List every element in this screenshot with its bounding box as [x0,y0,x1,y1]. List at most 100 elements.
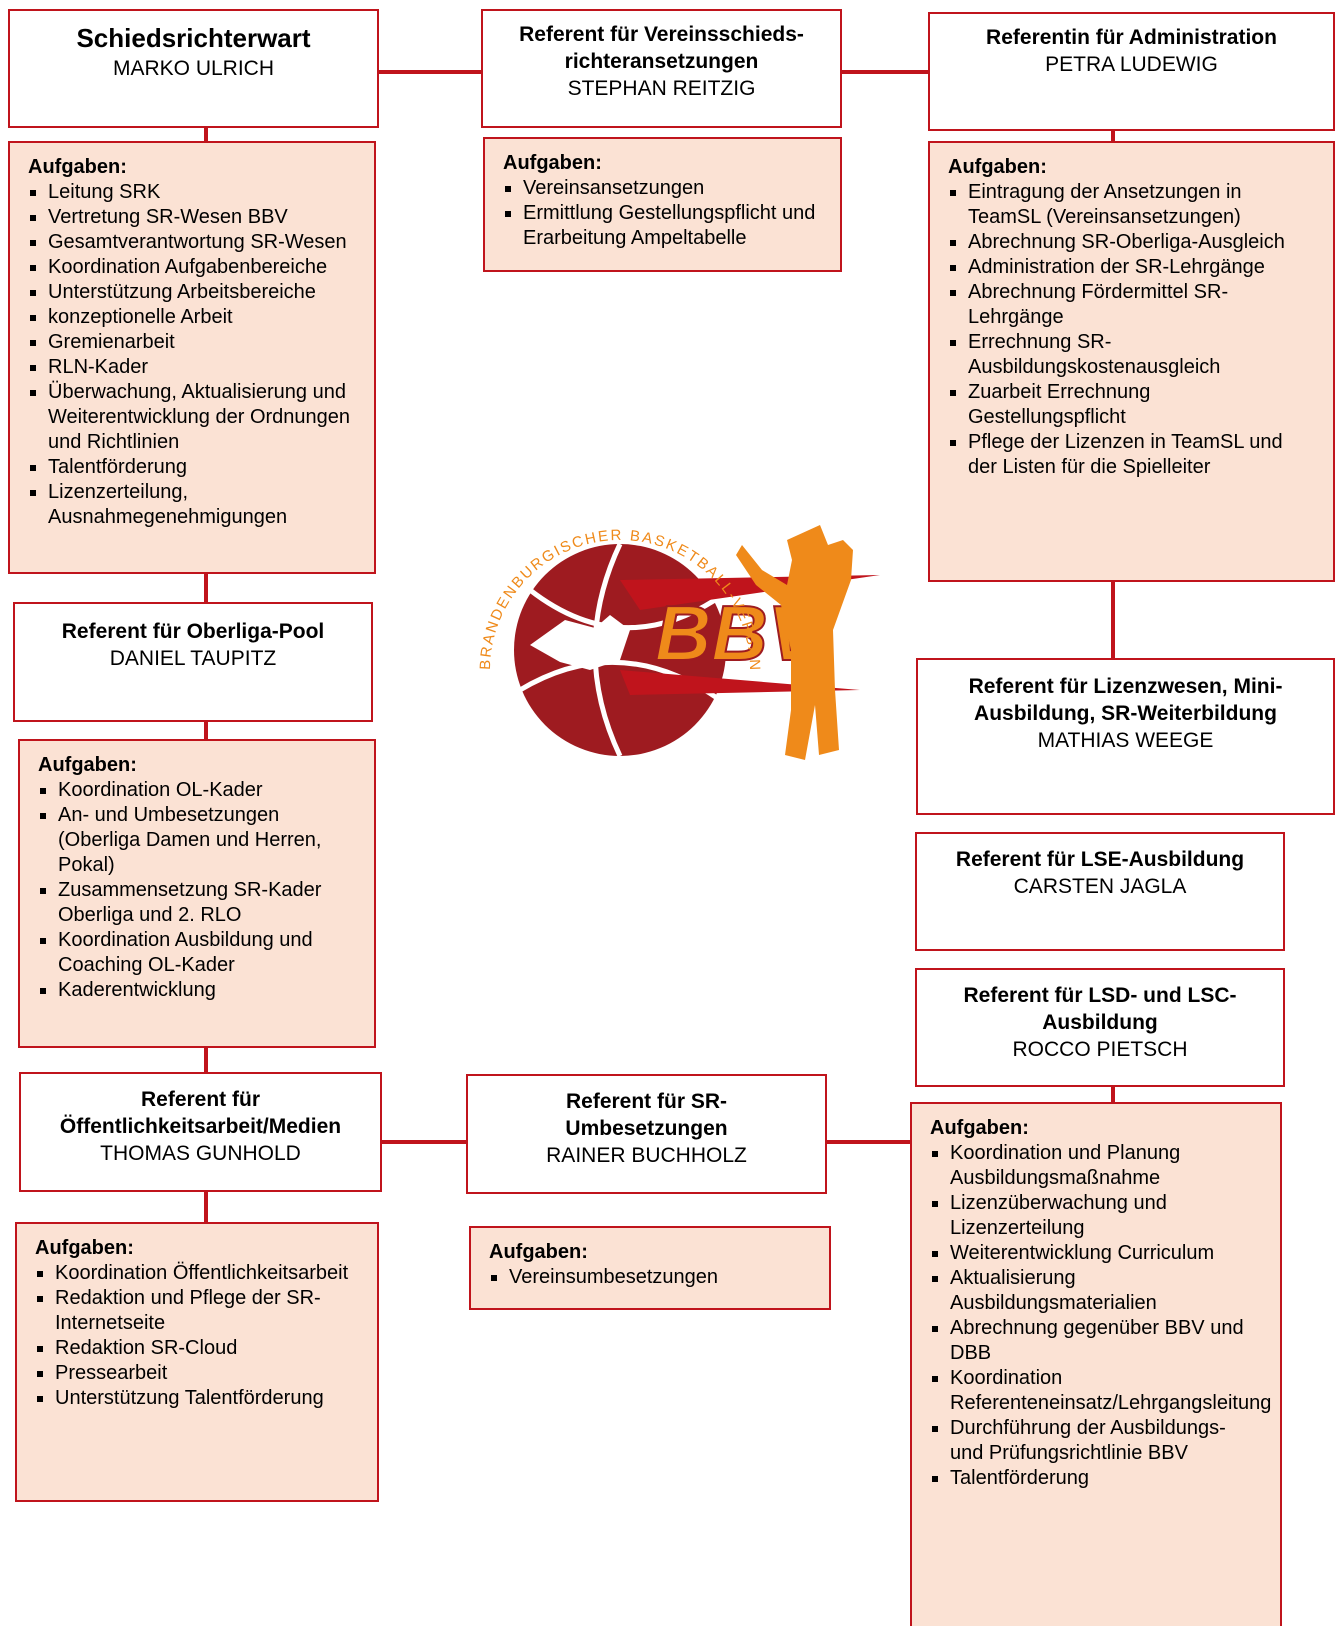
tasks-heading: Aufgaben: [35,1237,134,1259]
task-item: Lizenzerteilung, Ausnahmegenehmigungen [28,480,364,530]
connector [1111,580,1115,660]
medien-box: Referent für Öffentlichkeitsarbeit/Medie… [19,1072,382,1192]
task-item: Unterstützung Arbeitsbereiche [28,280,364,305]
connector [841,70,931,74]
connector [204,573,208,605]
task-item: RLN-Kader [28,355,364,380]
lse-box: Referent für LSE-Ausbildung CARSTEN JAGL… [915,832,1285,951]
connector [204,127,208,143]
task-item: Koordination Ausbildung und Coaching OL-… [38,928,364,978]
task-item: Durchführung der Ausbildungs- und Prüfun… [930,1416,1250,1466]
task-item: konzeptionelle Arbeit [28,305,364,330]
administration-box: Referentin für Administration PETRA LUDE… [928,12,1335,131]
task-item: Überwachung, Aktualisierung und Weiteren… [28,380,364,455]
brandenburg-map-icon [530,615,630,670]
person-name: ROCCO PIETSCH [1012,1038,1188,1061]
task-item: Gesamtverantwortung SR-Wesen [28,230,364,255]
task-item: Koordination Referenteneinsatz/Lehrgangs… [930,1366,1271,1416]
medien-tasks: Aufgaben: Koordination Öffentlichkeitsar… [15,1222,379,1502]
task-item: Pflege der Lizenzen in TeamSL und der Li… [948,430,1303,480]
role-title: Referent für LSE-Ausbildung [955,848,1245,871]
task-list: Eintragung der Ansetzungen in TeamSL (Ve… [948,180,1303,480]
task-item: Unterstützung Talentförderung [35,1386,367,1411]
task-item: Vereinsumbesetzungen [489,1265,819,1290]
role-title: Referent für Oberliga-Pool [61,620,325,643]
task-list: Koordination und Planung Ausbildungsmaßn… [930,1141,1271,1491]
task-item: Zuarbeit Errechnung Gestellungspflicht [948,380,1303,430]
connector [204,1046,208,1074]
connector [1111,130,1115,142]
task-item: Zusammensetzung SR-Kader Oberliga und 2.… [38,878,364,928]
schiedsrichterwart-box: Schiedsrichterwart MARKO ULRICH [8,9,379,128]
role-title: Referent für LSD- und LSC-Ausbildung [963,984,1237,1034]
connector [826,1140,912,1144]
role-title: Referent für Vereinsschieds-richteranset… [519,23,804,73]
role-title: Referent für Öffentlichkeitsarbeit/Medie… [59,1088,342,1138]
task-item: Vertretung SR-Wesen BBV [28,205,364,230]
task-item: Errechnung SR-Ausbildungskostenausgleich [948,330,1303,380]
task-item: Redaktion SR-Cloud [35,1336,367,1361]
task-item: Weiterentwicklung Curriculum [930,1241,1250,1266]
task-item: Koordination und Planung Ausbildungsmaßn… [930,1141,1250,1191]
person-name: PETRA LUDEWIG [1045,53,1218,76]
referee-figure-icon [736,525,853,760]
umbesetzungen-tasks: Aufgaben: Vereinsumbesetzungen [469,1226,831,1310]
task-item: Gremienarbeit [28,330,364,355]
tasks-heading: Aufgaben: [930,1117,1029,1139]
task-item: Administration der SR-Lehrgänge [948,255,1303,280]
task-item: Koordination Öffentlichkeitsarbeit [35,1261,367,1286]
role-title: Referent für SR-Umbesetzungen [565,1090,728,1140]
task-item: Abrechnung SR-Oberliga-Ausgleich [948,230,1303,255]
task-item: Vereinsansetzungen [503,176,830,201]
person-name: STEPHAN REITZIG [567,77,756,100]
task-item: Koordination OL-Kader [38,778,364,803]
connector [380,1140,468,1144]
tasks-heading: Aufgaben: [948,156,1047,178]
task-item: Leitung SRK [28,180,364,205]
person-name: RAINER BUCHHOLZ [546,1144,747,1167]
person-name: THOMAS GUNHOLD [100,1142,301,1165]
task-item: Aktualisierung Ausbildungsmaterialien [930,1266,1250,1316]
vereinsansetzungen-box: Referent für Vereinsschieds-richteranset… [481,9,842,128]
connector [1111,1085,1115,1105]
lizenzwesen-box: Referent für Lizenzwesen, Mini-Ausbildun… [916,658,1335,815]
tasks-heading: Aufgaben: [503,152,602,174]
task-list: Vereinsumbesetzungen [489,1265,819,1290]
task-item: Talentförderung [28,455,364,480]
task-item: Koordination Aufgabenbereiche [28,255,364,280]
task-item: Abrechnung gegenüber BBV und DBB [930,1316,1250,1366]
tasks-heading: Aufgaben: [28,156,127,178]
task-item: Kaderentwicklung [38,978,364,1003]
role-title: Referent für Lizenzwesen, Mini-Ausbildun… [968,675,1283,725]
lsd-box: Referent für LSD- und LSC-Ausbildung ROC… [915,968,1285,1087]
tasks-heading: Aufgaben: [489,1241,588,1263]
umbesetzungen-box: Referent für SR-Umbesetzungen RAINER BUC… [466,1074,827,1194]
task-item: Eintragung der Ansetzungen in TeamSL (Ve… [948,180,1303,230]
task-item: Redaktion und Pflege der SR-Internetseit… [35,1286,367,1336]
tasks-heading: Aufgaben: [38,754,137,776]
bbv-logo: BBV BRANDENBURGISCHER BASKETBALL-VERBAND… [470,520,880,760]
task-item: Pressearbeit [35,1361,367,1386]
administration-tasks: Aufgaben: Eintragung der Ansetzungen in … [928,141,1335,582]
person-name: CARSTEN JAGLA [1013,875,1187,898]
person-name: MARKO ULRICH [112,57,275,80]
oberliga-box: Referent für Oberliga-Pool DANIEL TAUPIT… [13,602,373,722]
connector [378,70,483,74]
task-item: Lizenzüberwachung und Lizenzerteilung [930,1191,1250,1241]
person-name: DANIEL TAUPITZ [109,647,277,670]
person-name: MATHIAS WEEGE [1037,729,1214,752]
role-title: Schiedsrichterwart [76,23,311,53]
connector [204,720,208,740]
connector [204,1190,208,1225]
role-title: Referentin für Administration [986,26,1277,49]
task-item: Talentförderung [930,1466,1250,1491]
task-item: Ermittlung Gestellungspflicht und Erarbe… [503,201,830,251]
task-item: An- und Umbesetzungen (Oberliga Damen un… [38,803,364,878]
